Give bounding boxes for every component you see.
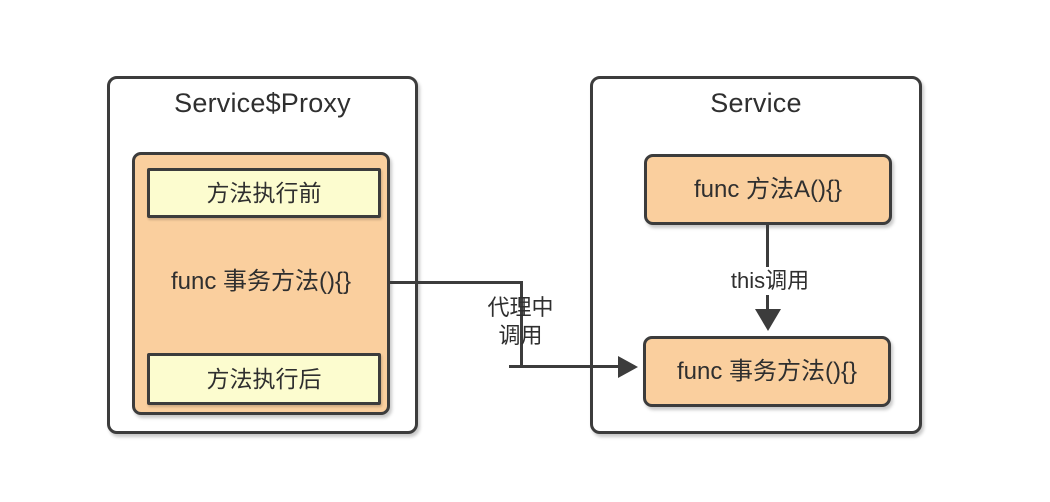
- panel-service-proxy[interactable]: Service$Proxy func 事务方法(){} 方法执行前 方法执行后: [107, 76, 418, 434]
- edge-proxy-call-seg-top: [389, 281, 523, 284]
- edge-proxy-call-seg-bottom: [509, 365, 622, 368]
- panel-title-service: Service: [710, 88, 802, 118]
- box-service-method-a[interactable]: func 方法A(){}: [644, 154, 892, 225]
- edge-proxy-call-label-line1: 代理中: [487, 295, 554, 320]
- box-proxy-method[interactable]: func 事务方法(){} 方法执行前 方法执行后: [132, 152, 390, 415]
- edge-proxy-call-label-line2: 调用: [498, 323, 543, 348]
- panel-title-service-proxy: Service$Proxy: [174, 88, 351, 118]
- edge-this-call-line: [766, 222, 769, 311]
- edge-this-call-label-text: this调用: [730, 268, 810, 293]
- box-after-advice[interactable]: 方法执行后: [147, 353, 381, 405]
- box-service-tx-method-label: func 事务方法(){}: [676, 358, 858, 385]
- edge-proxy-call-arrowhead: [618, 356, 638, 378]
- box-before-advice-label: 方法执行前: [206, 179, 322, 206]
- edge-proxy-call-label: 代理中 调用: [453, 294, 588, 350]
- box-proxy-method-label: func 事务方法(){}: [170, 268, 352, 295]
- edge-proxy-call-seg-vertical: [520, 281, 523, 368]
- panel-service[interactable]: Service func 方法A(){} func 事务方法(){}: [590, 76, 922, 434]
- box-service-method-a-label: func 方法A(){}: [693, 176, 843, 203]
- box-before-advice[interactable]: 方法执行前: [147, 168, 381, 218]
- edge-this-call-label: this调用: [697, 267, 843, 295]
- box-service-tx-method[interactable]: func 事务方法(){}: [643, 336, 891, 407]
- box-after-advice-label: 方法执行后: [206, 365, 322, 392]
- edge-this-call-arrowhead: [755, 309, 781, 331]
